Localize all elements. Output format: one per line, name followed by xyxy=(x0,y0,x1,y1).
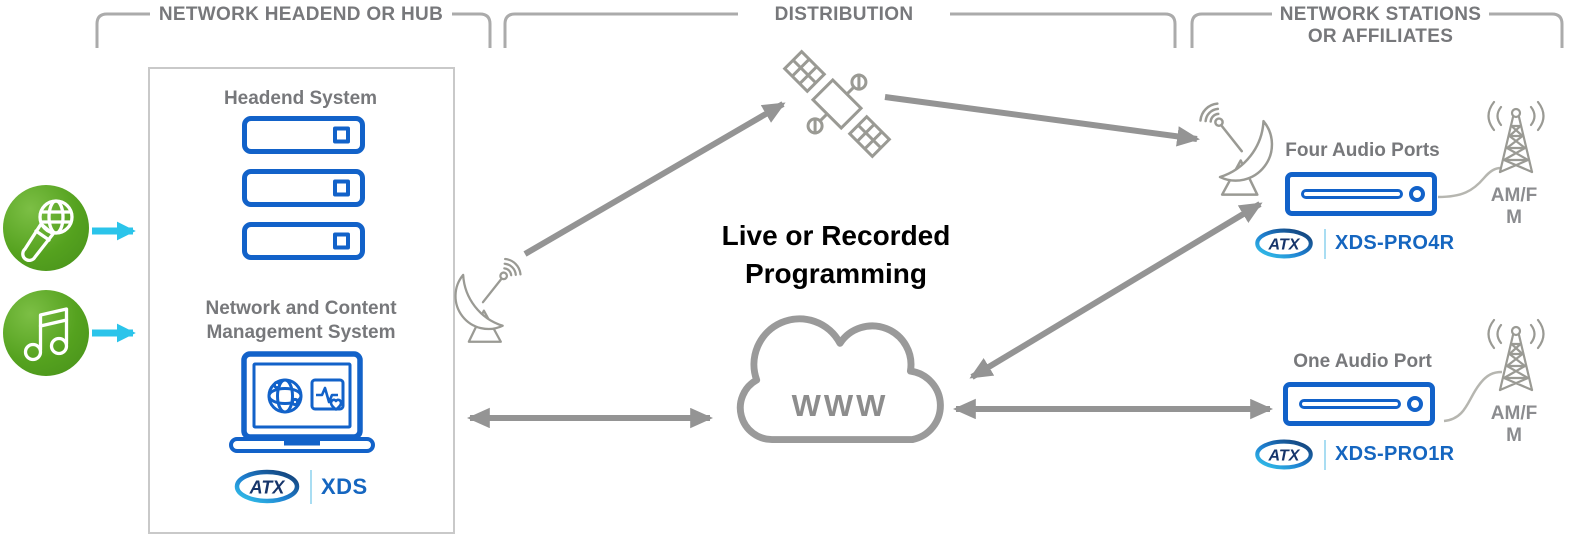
globe-icon xyxy=(267,378,303,414)
pro4r-model-label: XDS-PRO4R xyxy=(1335,232,1455,254)
downlink-arrow xyxy=(884,94,1200,147)
svg-text:ATX: ATX xyxy=(1268,236,1301,254)
satellite-dish-icon xyxy=(454,257,522,343)
logo-divider xyxy=(1324,439,1326,470)
section-label-stations: NETWORK STATIONS OR AFFILIATES xyxy=(1272,4,1489,48)
server-knob-icon xyxy=(333,126,350,144)
pro1r-model-label: XDS-PRO1R xyxy=(1335,443,1455,465)
receiver-slot-icon xyxy=(1301,189,1403,199)
receiver-slot-icon xyxy=(1299,399,1401,409)
server-icon xyxy=(242,169,365,207)
svg-text:ATX: ATX xyxy=(1268,447,1301,465)
receiver-jack-icon xyxy=(1407,396,1423,412)
logo-divider xyxy=(1324,228,1326,259)
pro1r-tower-link xyxy=(1443,370,1503,423)
xds-product-label: XDS xyxy=(321,473,368,499)
music-note-icon xyxy=(23,307,69,362)
server-icon xyxy=(242,222,365,260)
atx-logo-icon: ATX xyxy=(1255,439,1313,470)
section-label-headend: NETWORK HEADEND OR HUB xyxy=(150,4,452,26)
microphone-icon xyxy=(21,199,74,262)
pro4r-logo: ATX XDS-PRO4R xyxy=(1253,227,1454,260)
source-arrows xyxy=(92,221,136,343)
headend-logo: ATX XDS xyxy=(233,468,368,505)
server-knob-icon xyxy=(333,179,350,197)
receiver-icon xyxy=(1283,382,1435,426)
satellite-dish-icon xyxy=(1199,102,1274,196)
uplink-arrow xyxy=(523,101,786,257)
tower-links xyxy=(1437,166,1503,423)
programming-caption: Live or Recorded Programming xyxy=(721,220,951,289)
radio-tower-icon xyxy=(1487,318,1545,392)
pro1r-logo: ATX XDS-PRO1R xyxy=(1253,438,1454,471)
pro4r-ports-label: Four Audio Ports xyxy=(1285,140,1440,161)
ncms-title: Network and Content Management System xyxy=(205,298,397,343)
microphone-source xyxy=(3,185,89,271)
section-label-distribution: DISTRIBUTION xyxy=(738,4,950,26)
pro1r-tower-label: AM/FM xyxy=(1490,403,1538,446)
distribution-arrows xyxy=(466,94,1274,429)
headend-title: Headend System xyxy=(223,88,378,109)
health-monitor-icon xyxy=(310,378,345,411)
receiver-icon xyxy=(1285,172,1437,216)
satellite-icon xyxy=(782,49,892,159)
pro1r-ports-label: One Audio Port xyxy=(1293,351,1432,372)
cloud-label: WWW xyxy=(791,388,889,423)
receiver-jack-icon xyxy=(1409,186,1425,202)
music-source xyxy=(3,290,89,376)
atx-logo-icon: ATX xyxy=(234,469,300,504)
server-icon xyxy=(242,116,365,154)
cloud-pro4r-arrow xyxy=(969,201,1263,380)
pro4r-tower-label: AM/FM xyxy=(1490,185,1538,228)
server-knob-icon xyxy=(333,232,350,250)
pro4r-tower-link xyxy=(1437,166,1502,199)
cloud-icon xyxy=(736,315,944,444)
laptop-icon xyxy=(229,351,375,453)
svg-text:ATX: ATX xyxy=(249,478,286,498)
atx-logo-icon: ATX xyxy=(1255,228,1313,259)
radio-tower-icon xyxy=(1487,100,1545,174)
logo-divider xyxy=(310,469,312,504)
